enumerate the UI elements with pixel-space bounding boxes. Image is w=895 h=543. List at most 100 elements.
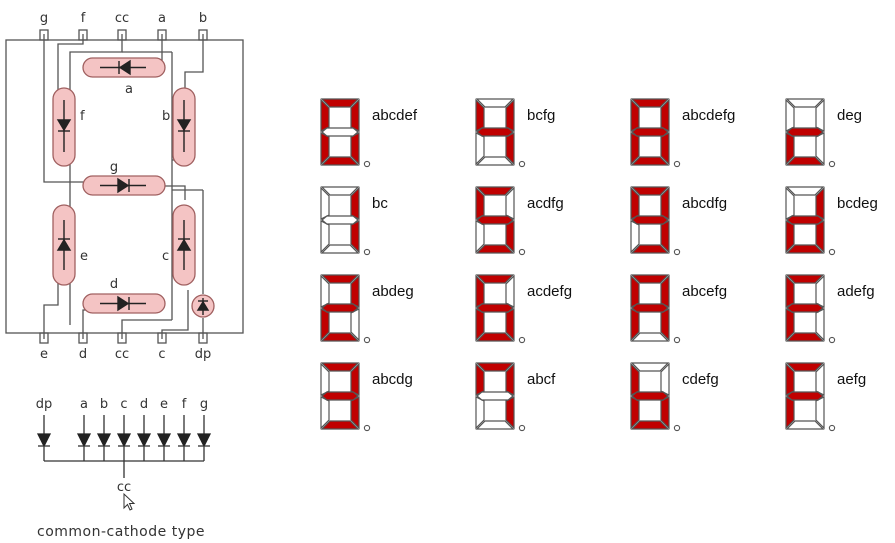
pin-label: f [81, 11, 86, 26]
digit-abcdef: abcdef [320, 98, 418, 168]
digit-segment-g [321, 215, 359, 225]
cathode-pin-label: c [120, 397, 127, 412]
digit-segment-b [660, 362, 670, 396]
digit-segment-a [630, 98, 670, 108]
digit-segment-d [475, 332, 515, 342]
digit-adefg: adefg [785, 274, 875, 344]
cathode-pin-label: b [100, 397, 108, 412]
digit-segment-b [505, 98, 515, 132]
digit-decimal-point [828, 336, 836, 344]
diode-icon [36, 433, 52, 448]
digit-abcefg: abcefg [630, 274, 727, 344]
digit-label: abdeg [372, 283, 414, 300]
digit-decimal-point [828, 424, 836, 432]
digit-segment-a [475, 274, 515, 284]
digit-segment-b [350, 186, 360, 220]
diode-icon [176, 433, 192, 448]
diode-icon [96, 433, 112, 448]
digit-segment-b [660, 98, 670, 132]
digit-segment-d [630, 420, 670, 430]
schematic-caption: common-cathode type [37, 524, 205, 540]
digit-abdeg: abdeg [320, 274, 414, 344]
diode-icon [176, 100, 192, 152]
digit-segment-d [475, 420, 515, 430]
digit-segment-f [475, 186, 485, 220]
pin-label: a [158, 11, 166, 26]
digit-label: bcfg [527, 107, 555, 124]
digit-segment-d [320, 420, 360, 430]
digit-segment-a [630, 362, 670, 372]
digit-segment-b [350, 274, 360, 308]
digit-segment-a [475, 186, 515, 196]
digit-label: abcdef [372, 107, 418, 124]
digit-decimal-point [673, 336, 681, 344]
digit-segment-g [786, 303, 824, 313]
digit-segment-d [630, 156, 670, 166]
digit-abcdefg: abcdefg [630, 98, 735, 168]
diode-icon [56, 100, 72, 152]
digit-segment-a [320, 362, 360, 372]
digit-segment-g [321, 127, 359, 137]
digit-acdefg: acdefg [475, 274, 572, 344]
digit-segment-g [786, 215, 824, 225]
cursor-icon [123, 492, 136, 511]
digit-decimal-point [518, 160, 526, 168]
cathode-pin-label: dp [36, 397, 53, 412]
digit-segment-f [630, 362, 640, 396]
digit-segment-g [631, 215, 669, 225]
digit-segment-g [476, 127, 514, 137]
pin-label: cc [115, 11, 129, 26]
digit-label: acdfg [527, 195, 564, 212]
digit-label: aefg [837, 371, 866, 388]
digit-abcdfg: abcdfg [630, 186, 727, 256]
digit-segment-g [321, 303, 359, 313]
digit-segment-f [785, 186, 795, 220]
pin-label: cc [115, 347, 129, 362]
diode-icon [196, 433, 212, 448]
digit-segment-a [785, 362, 825, 372]
digit-segment-f [320, 274, 330, 308]
digit-label: abcdg [372, 371, 413, 388]
cathode-pin-label: a [80, 397, 88, 412]
cathode-pin-label: g [200, 397, 208, 412]
digit-segment-d [320, 244, 360, 254]
digit-segment-d [320, 332, 360, 342]
digit-segment-b [350, 362, 360, 396]
digit-segment-a [630, 186, 670, 196]
digit-segment-d [475, 244, 515, 254]
digit-cdefg: cdefg [630, 362, 719, 432]
digit-segment-f [475, 362, 485, 396]
digit-segment-f [475, 98, 485, 132]
digit-segment-a [320, 186, 360, 196]
digit-segment-b [505, 362, 515, 396]
digit-segment-a [785, 274, 825, 284]
digit-decimal-point [518, 424, 526, 432]
diode-icon [100, 59, 146, 76]
digit-label: acdefg [527, 283, 572, 300]
digit-label: abcdefg [682, 107, 735, 124]
digit-decimal-point [673, 160, 681, 168]
digit-decimal-point [828, 160, 836, 168]
digit-segment-f [630, 186, 640, 220]
digit-segment-b [815, 362, 825, 396]
digit-segment-d [785, 244, 825, 254]
diode-icon [136, 433, 152, 448]
diode-icon [56, 220, 72, 270]
top-pin-labels: g f cc a b [40, 11, 207, 26]
digit-segment-a [475, 98, 515, 108]
cathode-common-label: cc [117, 480, 131, 495]
segment-label-b: b [162, 109, 170, 124]
digit-segment-a [320, 98, 360, 108]
segment-leds [52, 57, 215, 318]
digit-segment-d [320, 156, 360, 166]
digit-label: abcefg [682, 283, 727, 300]
digit-label: deg [837, 107, 862, 124]
digit-segment-g [631, 391, 669, 401]
digit-aefg: aefg [785, 362, 866, 432]
digit-decimal-point [363, 248, 371, 256]
digit-decimal-point [673, 248, 681, 256]
pin-label: dp [195, 347, 212, 362]
segment-label-d: d [110, 277, 118, 292]
digit-label: bcdeg [837, 195, 878, 212]
